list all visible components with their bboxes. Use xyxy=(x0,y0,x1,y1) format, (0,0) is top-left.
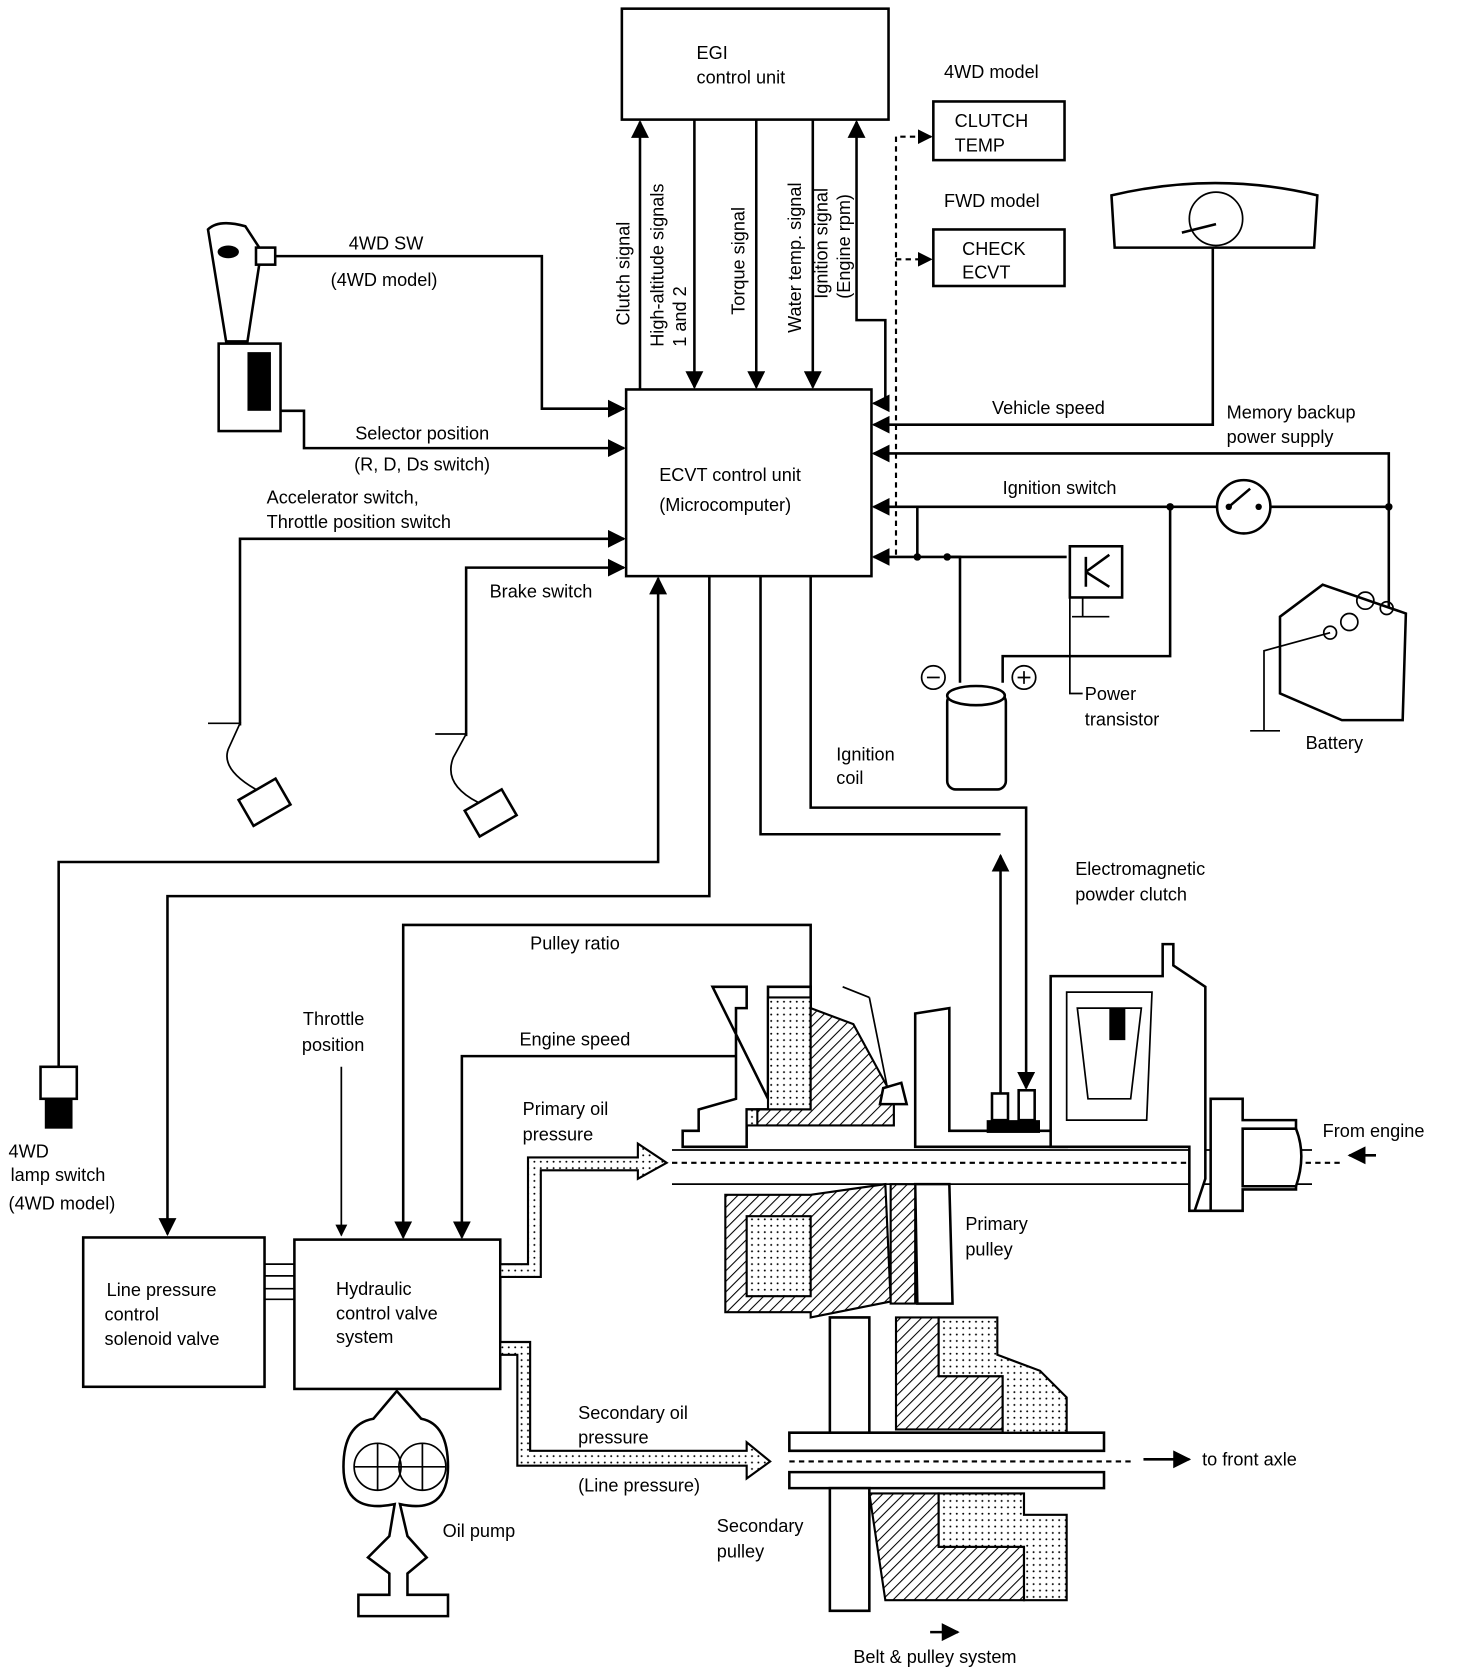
egi-control-unit: EGI control unit xyxy=(620,7,890,121)
accelerator-pedal xyxy=(208,722,293,828)
label-water-temp: Water temp. signal xyxy=(785,182,805,332)
label-throttle: Throttle xyxy=(303,1009,364,1029)
label-primary-pulley-2: pulley xyxy=(965,1240,1013,1260)
clutch-temp-lamp: CLUTCH TEMP xyxy=(932,100,1066,162)
label-4wd-sw: 4WD SW xyxy=(349,234,424,254)
label-secondary-pulley: Secondary xyxy=(717,1516,805,1536)
secondary-pulley xyxy=(788,1316,1131,1613)
oil-pump xyxy=(342,1389,450,1618)
svg-text:Hydraulic: Hydraulic xyxy=(336,1279,412,1299)
label-torque-signal: Torque signal xyxy=(729,207,749,315)
label-vehicle-speed: Vehicle speed xyxy=(992,398,1105,418)
svg-text:ECVT: ECVT xyxy=(962,263,1010,283)
label-throttle-position: position xyxy=(302,1035,364,1055)
label-primary-pulley: Primary xyxy=(965,1214,1028,1234)
label-lamp-switch-model: (4WD model) xyxy=(9,1194,116,1214)
label-engine-speed: Engine speed xyxy=(519,1029,630,1049)
battery xyxy=(1250,583,1408,732)
check-ecvt-lamp: CHECK ECVT xyxy=(932,228,1066,288)
svg-text:control valve: control valve xyxy=(336,1304,438,1324)
label-memory-backup: Memory backup xyxy=(1227,402,1356,422)
instrument-cluster xyxy=(1110,181,1319,249)
label-to-front-axle: to front axle xyxy=(1202,1450,1297,1470)
label-line-pressure: (Line pressure) xyxy=(578,1475,700,1495)
label-power-supply: power supply xyxy=(1227,427,1335,447)
label-battery: Battery xyxy=(1306,733,1364,753)
svg-text:EGI: EGI xyxy=(697,43,728,63)
label-ignition-coil-2: coil xyxy=(836,768,863,788)
egi-ecvt-signal-lines xyxy=(631,119,933,555)
selector-lever xyxy=(206,221,282,433)
label-secondary-oil: Secondary oil xyxy=(578,1403,688,1423)
hydraulic-control-valve-system: Hydraulic control valve system xyxy=(293,1238,502,1391)
svg-text:solenoid valve: solenoid valve xyxy=(105,1329,220,1349)
label-secondary-pulley-2: pulley xyxy=(717,1541,765,1561)
label-power-transistor-2: transistor xyxy=(1085,709,1160,729)
label-oil-pump: Oil pump xyxy=(443,1521,516,1541)
label-brake-switch: Brake switch xyxy=(490,581,593,601)
label-4wd-lamp: 4WD xyxy=(9,1141,49,1161)
label-power-transistor: Power xyxy=(1085,684,1136,704)
svg-text:TEMP: TEMP xyxy=(955,136,1005,156)
svg-text:ECVT control unit: ECVT control unit xyxy=(659,465,801,485)
svg-text:Line pressure: Line pressure xyxy=(107,1280,217,1300)
power-transistor xyxy=(1068,544,1124,695)
label-selector-position: Selector position xyxy=(355,424,489,444)
primary-pulley xyxy=(672,985,1344,1319)
label-throttle-position-switch: Throttle position switch xyxy=(267,512,451,532)
label-belt-pulley-system: Belt & pulley system xyxy=(853,1647,1016,1667)
svg-text:CLUTCH: CLUTCH xyxy=(955,111,1029,131)
brake-pedal xyxy=(435,733,519,839)
label-accelerator-switch: Accelerator switch, xyxy=(267,488,419,508)
svg-text:CHECK: CHECK xyxy=(962,239,1025,259)
electromagnetic-powder-clutch xyxy=(986,942,1303,1213)
svg-text:(Microcomputer): (Microcomputer) xyxy=(659,495,791,515)
label-electromagnetic: Electromagnetic xyxy=(1075,859,1205,879)
label-powder-clutch: powder clutch xyxy=(1075,884,1187,904)
label-4wd-model: 4WD model xyxy=(944,62,1039,82)
ecvt-control-unit: ECVT control unit (Microcomputer) xyxy=(624,388,873,578)
label-ignition-coil: Ignition xyxy=(836,745,894,765)
line-pressure-solenoid-valve: Line pressure control solenoid valve xyxy=(81,1236,266,1389)
ignition-coil xyxy=(920,664,1037,791)
label-ignition-signal: Ignition signal(Engine rpm) xyxy=(812,188,854,299)
label-ignition-switch: Ignition switch xyxy=(1003,478,1117,498)
label-from-engine: From engine xyxy=(1323,1121,1425,1141)
ignition-switch xyxy=(1215,478,1272,535)
svg-text:control unit: control unit xyxy=(697,67,786,87)
label-pulley-ratio: Pulley ratio xyxy=(530,933,620,953)
label-primary-oil: Primary oil xyxy=(523,1099,609,1119)
label-clutch-signal: Clutch signal xyxy=(613,222,633,326)
label-fwd-model: FWD model xyxy=(944,191,1040,211)
label-secondary-oil-pressure: pressure xyxy=(578,1427,649,1447)
label-selector-switch: (R, D, Ds switch) xyxy=(354,455,490,475)
label-4wd-sw-model: (4WD model) xyxy=(331,270,438,290)
svg-text:system: system xyxy=(336,1327,393,1347)
svg-text:control: control xyxy=(105,1305,159,1325)
label-lamp-switch: lamp switch xyxy=(11,1165,106,1185)
4wd-lamp-switch xyxy=(39,1065,79,1129)
label-primary-oil-pressure: pressure xyxy=(523,1124,594,1144)
